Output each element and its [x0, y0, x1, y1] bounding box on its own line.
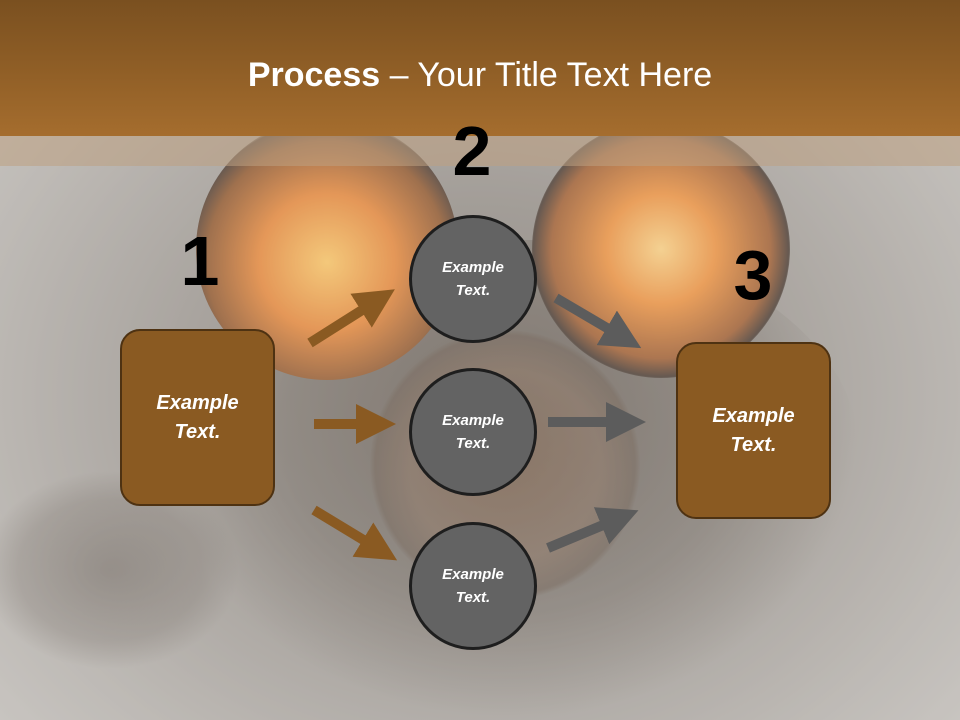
- title-bold: Process: [247, 56, 381, 94]
- step-number-1: 1: [180, 222, 220, 300]
- step-number-3: 3: [733, 236, 773, 314]
- process-circle-2[interactable]: Example Text.: [409, 368, 537, 496]
- arrow-from-circle-3: [546, 507, 639, 553]
- process-circle-1-text: Example Text.: [442, 259, 504, 299]
- title-bar-band: [0, 136, 960, 166]
- process-circle-3-text: Example Text.: [442, 566, 504, 606]
- arrow-from-circle-1: [553, 293, 642, 349]
- process-circle-1[interactable]: Example Text.: [409, 215, 537, 343]
- process-box-right[interactable]: Example Text.: [676, 342, 831, 519]
- step-number-2: 2: [452, 112, 492, 190]
- process-box-left[interactable]: Example Text.: [120, 329, 275, 506]
- process-circle-3[interactable]: Example Text.: [409, 522, 537, 650]
- title-rest: – Your Title Text Here: [380, 56, 713, 94]
- process-box-right-text: Example Text.: [712, 404, 795, 456]
- arrow-to-circle-1: [307, 289, 395, 348]
- process-circle-2-text: Example Text.: [442, 412, 504, 452]
- arrow-to-circle-3: [311, 505, 398, 561]
- slide-title[interactable]: Process – Your Title Text Here: [0, 54, 960, 96]
- title-bar: [0, 0, 960, 136]
- process-box-left-text: Example Text.: [156, 391, 239, 443]
